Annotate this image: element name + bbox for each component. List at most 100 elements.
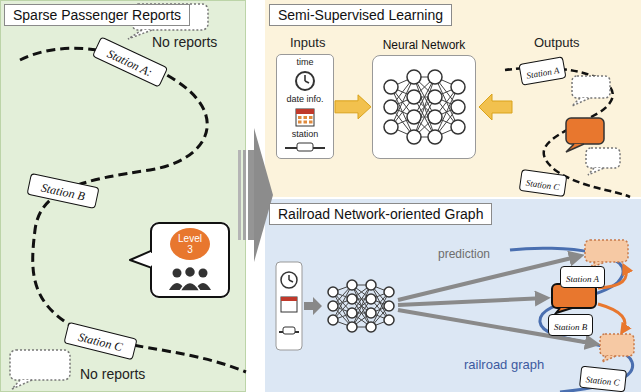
reported-bubble [556,308,572,313]
column-title: Inputs [288,36,327,51]
network-icon [428,90,442,104]
network-icon [328,287,338,297]
network-title: Neural Network [373,38,475,52]
station-box: Station C [579,366,627,392]
empty-output-bubble [572,76,610,106]
propagation-arrows [598,304,625,332]
network-icon [366,322,376,332]
panel: Station A: Station B Level 3 Station C Spars… [0,0,246,392]
arrow-label: prediction [436,248,492,262]
predicted-bubble [602,356,616,362]
status-note: No reports [78,366,147,382]
network-icon [347,294,357,304]
flow-arrow [238,150,241,240]
block-arrow [335,95,371,119]
bubble-outline [130,251,151,268]
network-icon [347,322,357,332]
calendar-icon [309,120,313,123]
empty-report-bubble [10,350,70,380]
network-icon [384,120,398,134]
network-icon [366,294,376,304]
calendar-icon [298,116,302,119]
empty-report-bubble [12,380,32,389]
input-icons [288,275,290,280]
panel: timedate info.stationNeural NetworkStati… [265,0,641,197]
network-icon [328,315,338,325]
calendar-icon [298,120,302,123]
people-icon [167,264,213,292]
network-icon [414,77,435,137]
labelled-output-bubble [566,118,604,152]
bubble-outline [151,223,229,297]
station-name: Station C [525,178,560,193]
rail-line [20,48,246,372]
input-name: station [292,130,319,140]
panel-title: Semi-Supervised Learning [269,4,452,26]
input-icons [281,272,297,288]
network-icon [407,90,421,104]
network-icon [451,100,465,114]
column-title: Outputs [532,36,582,51]
network-icon [328,301,338,311]
network-icon [373,56,475,158]
station-name: Station A: [105,46,155,79]
network-icon [428,70,442,84]
network-icon [407,70,421,84]
people-icon [185,267,196,278]
empty-output-bubble [572,76,610,98]
station-box: Station A [560,266,605,288]
input-icons [289,280,293,282]
flow-arrow [254,128,273,262]
flow-arrow [248,150,254,240]
input-icons [276,262,302,350]
input-name: time [296,58,313,68]
network-icon [428,110,442,124]
network-icon [347,308,357,318]
network-icon [384,315,394,325]
empty-output-bubble [588,168,604,175]
feedback-arrow [479,94,512,120]
network-icon [352,285,371,327]
clock-icon [304,75,306,81]
network-icon [384,80,398,94]
rail-line [505,68,630,197]
level-text: Level 3 [170,228,210,260]
input-box: timedate info.station [276,54,334,159]
flow-arrow [238,128,273,262]
network-icon [352,285,371,327]
network-icon [407,130,421,144]
calendar-icon [309,116,313,119]
station-box: Station C [519,169,567,198]
empty-output-bubble [586,148,620,168]
station-box: Station B [26,173,99,210]
predicted-bubble [600,334,634,362]
network-icon [328,280,394,332]
calendar-icon [292,106,318,128]
input-arrow [304,297,322,315]
report-bubble: Level 3 [150,222,230,298]
network-icon [366,280,376,290]
empty-report-bubble [10,350,70,389]
predicted-bubble [585,240,628,262]
network-icon [414,77,435,137]
reported-bubble [552,284,596,313]
network-icon [347,280,357,290]
panel: Station AStation BStation CRailroad Netw… [265,199,641,392]
station-box: Station C [63,322,137,361]
station-box: Station A [518,56,566,86]
calendar-icon [296,109,314,114]
calendar-icon [304,116,308,119]
prediction-arrows [398,298,546,305]
empty-output-bubble [586,148,620,175]
network-icon [407,110,421,124]
input-icons [281,297,297,301]
station-name: Station C [585,374,620,387]
station-icon [283,141,327,153]
station-name: Station B [40,181,86,204]
predicted-bubble [600,334,634,356]
station-name: Station A [526,65,560,81]
network-box: Neural Network [372,55,476,159]
station-name: Station A [566,274,599,284]
network-icon [451,80,465,94]
panel-title: Sparse Passenger Reports [4,4,190,26]
